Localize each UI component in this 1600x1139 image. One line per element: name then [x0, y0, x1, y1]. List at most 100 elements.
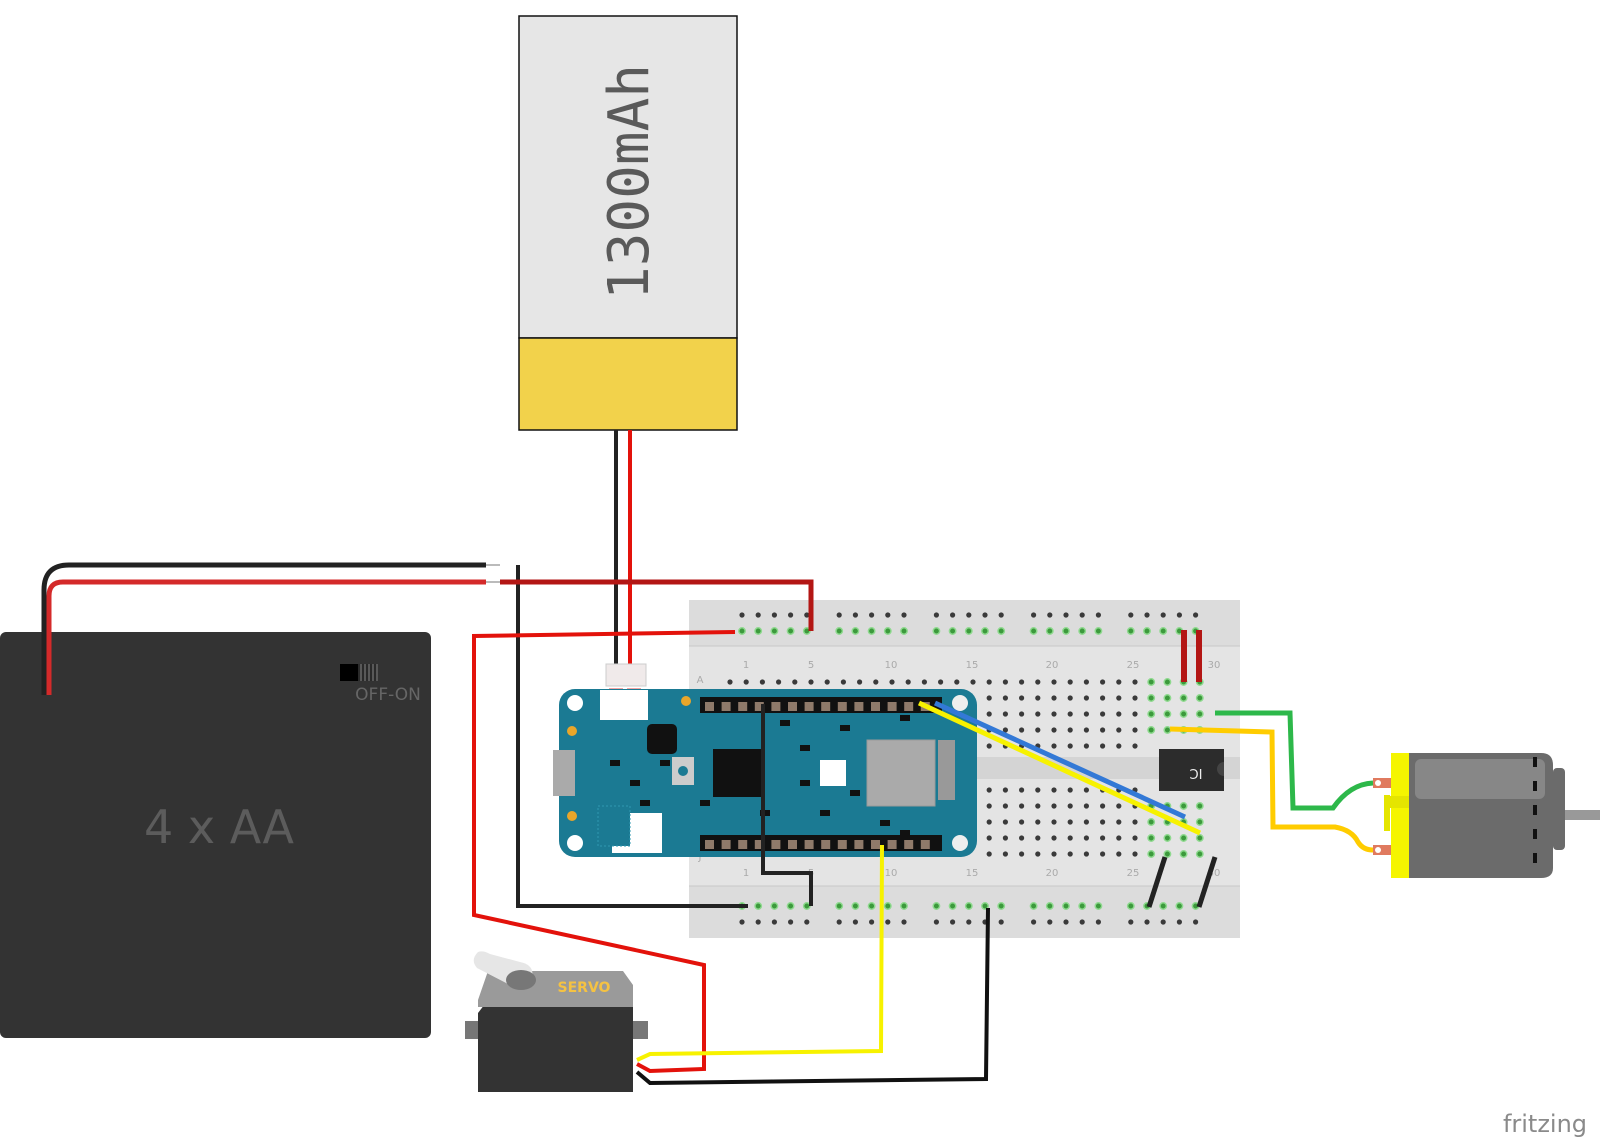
breadboard-hole[interactable]: [948, 902, 957, 910]
wire-amber-motor[interactable]: [1169, 726, 1374, 853]
breadboard-hole[interactable]: [1067, 679, 1073, 685]
motor-driver-ic[interactable]: IC: [1159, 749, 1224, 791]
breadboard-hole[interactable]: [998, 612, 1004, 618]
breadboard-hole[interactable]: [1002, 819, 1009, 825]
breadboard-hole[interactable]: [1083, 727, 1089, 733]
wire-black-jumper[interactable]: [1196, 856, 1218, 908]
breadboard-hole[interactable]: [1002, 679, 1009, 685]
breadboard-hole[interactable]: [1067, 743, 1073, 749]
breadboard-hole[interactable]: [1067, 727, 1073, 733]
breadboard-hole[interactable]: [1179, 694, 1188, 702]
breadboard-hole[interactable]: [788, 612, 794, 618]
header-pin[interactable]: [854, 702, 864, 711]
breadboard-hole[interactable]: [1193, 612, 1199, 618]
header-pin[interactable]: [837, 702, 847, 711]
breadboard-hole[interactable]: [1062, 627, 1070, 635]
breadboard-hole[interactable]: [1132, 695, 1138, 701]
breadboard-hole[interactable]: [1128, 612, 1134, 618]
breadboard-hole[interactable]: [997, 902, 1006, 910]
breadboard-hole[interactable]: [1179, 710, 1188, 718]
breadboard-hole[interactable]: [1163, 726, 1172, 734]
breadboard-hole[interactable]: [1035, 727, 1041, 733]
breadboard-hole[interactable]: [1143, 627, 1151, 635]
breadboard-hole[interactable]: [1083, 835, 1089, 841]
breadboard-hole[interactable]: [1002, 787, 1009, 793]
breadboard-hole[interactable]: [776, 679, 782, 685]
breadboard-hole[interactable]: [1083, 803, 1089, 809]
breadboard-hole[interactable]: [964, 902, 973, 910]
header-pin[interactable]: [804, 702, 814, 711]
breadboard-hole[interactable]: [933, 612, 940, 618]
header-pin[interactable]: [788, 840, 797, 849]
breadboard-hole[interactable]: [1100, 819, 1106, 825]
breadboard-hole[interactable]: [964, 627, 973, 635]
breadboard-hole[interactable]: [986, 803, 992, 809]
breadboard-hole[interactable]: [792, 679, 798, 685]
breadboard-hole[interactable]: [1144, 612, 1150, 618]
breadboard-hole[interactable]: [982, 612, 988, 618]
breadboard-hole[interactable]: [1116, 851, 1122, 857]
breadboard-hole[interactable]: [885, 919, 891, 925]
breadboard-hole[interactable]: [1132, 679, 1138, 685]
breadboard-hole[interactable]: [950, 919, 956, 925]
breadboard-hole[interactable]: [1047, 612, 1053, 618]
header-pin[interactable]: [721, 840, 731, 849]
breadboard-hole[interactable]: [1078, 902, 1087, 910]
breadboard-hole[interactable]: [997, 627, 1006, 635]
wire-red-vin[interactable]: [500, 579, 814, 631]
lipo-battery[interactable]: 1300mAh: [518, 15, 738, 702]
breadboard-hole[interactable]: [1047, 919, 1053, 925]
breadboard-hole[interactable]: [986, 835, 992, 841]
breadboard-hole[interactable]: [1078, 627, 1087, 635]
breadboard-hole[interactable]: [1100, 743, 1106, 749]
breadboard-hole[interactable]: [852, 612, 859, 618]
breadboard-hole[interactable]: [981, 627, 989, 635]
breadboard-hole[interactable]: [1031, 612, 1037, 618]
breadboard-hole[interactable]: [1083, 695, 1089, 701]
breadboard-hole[interactable]: [873, 679, 879, 685]
breadboard-hole[interactable]: [1094, 902, 1103, 910]
breadboard-hole[interactable]: [1159, 627, 1168, 635]
breadboard-hole[interactable]: [1083, 679, 1089, 685]
breadboard-hole[interactable]: [1159, 902, 1168, 910]
breadboard-hole[interactable]: [857, 679, 863, 685]
breadboard-hole[interactable]: [1051, 819, 1057, 825]
breadboard-hole[interactable]: [1132, 727, 1138, 733]
microcontroller-board[interactable]: [553, 689, 977, 857]
breadboard-hole[interactable]: [771, 919, 778, 925]
breadboard-hole[interactable]: [1019, 835, 1025, 841]
breadboard-hole[interactable]: [786, 902, 795, 910]
breadboard-hole[interactable]: [835, 627, 844, 635]
breadboard-hole[interactable]: [938, 679, 944, 685]
breadboard-hole[interactable]: [986, 695, 992, 701]
servo-motor[interactable]: SERVO: [465, 951, 648, 1092]
breadboard-hole[interactable]: [970, 679, 976, 685]
breadboard-hole[interactable]: [1019, 851, 1025, 857]
breadboard-hole[interactable]: [840, 679, 847, 685]
breadboard-hole[interactable]: [1144, 919, 1150, 925]
breadboard-hole[interactable]: [851, 902, 860, 910]
breadboard-hole[interactable]: [883, 902, 892, 910]
breadboard-hole[interactable]: [869, 919, 875, 925]
header-pin[interactable]: [871, 840, 880, 849]
wire-black-servo-gnd[interactable]: [635, 907, 990, 1086]
breadboard-hole[interactable]: [1051, 835, 1057, 841]
breadboard-hole[interactable]: [824, 679, 830, 685]
breadboard-hole[interactable]: [1079, 919, 1085, 925]
breadboard-hole[interactable]: [739, 919, 745, 925]
breadboard-hole[interactable]: [1051, 679, 1057, 685]
breadboard-hole[interactable]: [1193, 919, 1199, 925]
breadboard-hole[interactable]: [1095, 612, 1101, 618]
header-pin[interactable]: [754, 702, 764, 711]
breadboard-hole[interactable]: [948, 627, 957, 635]
breadboard-hole[interactable]: [1195, 802, 1204, 810]
breadboard-hole[interactable]: [1132, 819, 1138, 825]
breadboard-hole[interactable]: [1147, 850, 1156, 858]
breadboard-hole[interactable]: [755, 612, 761, 618]
wire-green-motor[interactable]: [1215, 710, 1374, 811]
usb-port[interactable]: [553, 750, 575, 796]
breadboard-hole[interactable]: [1100, 679, 1106, 685]
breadboard-hole[interactable]: [1045, 627, 1054, 635]
breadboard-hole[interactable]: [932, 627, 941, 635]
header-pin[interactable]: [771, 840, 781, 849]
